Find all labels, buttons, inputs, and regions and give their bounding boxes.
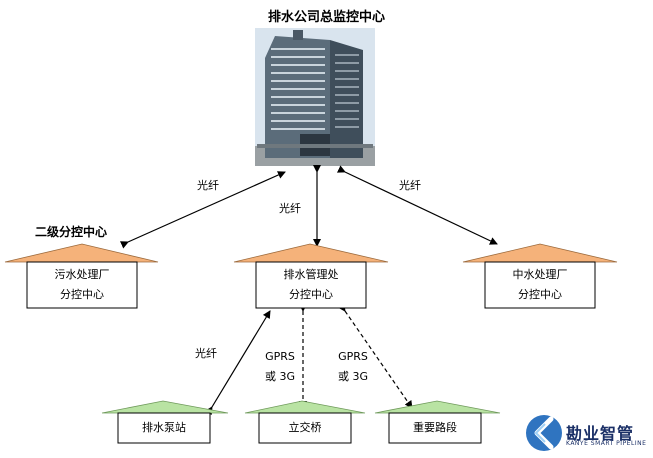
fiber-bottom-label: 光纤: [195, 347, 217, 360]
sewage-plant-center-node: [4, 243, 159, 309]
brand-name: 勘业智管: [566, 424, 635, 443]
level2-center-label: 二级分控中心: [35, 225, 108, 239]
key-road-section-site-node: [374, 400, 501, 444]
center-name-line2: 分控中心: [518, 288, 562, 301]
site-name: 排水泵站: [142, 421, 186, 434]
fiber-right-label: 光纤: [399, 179, 421, 192]
center-name-line2: 分控中心: [289, 288, 333, 301]
reclaimed-water-plant-center-node: [462, 243, 618, 309]
gprs-center-3g-label: 或 3G: [264, 370, 296, 383]
center-name-line2: 分控中心: [60, 288, 104, 301]
fiber-center-label: 光纤: [279, 202, 301, 215]
gprs-right-label: GPRS: [338, 350, 368, 363]
center-name-line1: 中水处理厂: [512, 268, 568, 281]
center-name-line1: 污水处理厂: [54, 268, 110, 281]
gprs-link-right: [337, 302, 413, 409]
brand-logo-icon: [526, 415, 562, 451]
brand-subtitle: KANYE SMART PIPELINE: [566, 440, 647, 447]
center-name-line1: 排水管理处: [283, 268, 339, 281]
fiber-left-label: 光纤: [197, 179, 219, 192]
gprs-right-3g-label: 或 3G: [337, 370, 369, 383]
diagram-title: 排水公司总监控中心: [267, 10, 385, 25]
fiber-link-left: [119, 171, 286, 249]
site-name: 重要路段: [413, 421, 457, 434]
gprs-center-label: GPRS: [265, 350, 295, 363]
fiber-link-right: [336, 165, 498, 245]
pump-station-site-node: [101, 400, 229, 444]
overpass-site-node: [244, 400, 366, 444]
fiber-link-bottom: [204, 310, 271, 416]
drainage-management-center-node: [233, 243, 389, 309]
headquarters-building-image: [255, 28, 375, 166]
site-name: 立交桥: [288, 421, 322, 434]
